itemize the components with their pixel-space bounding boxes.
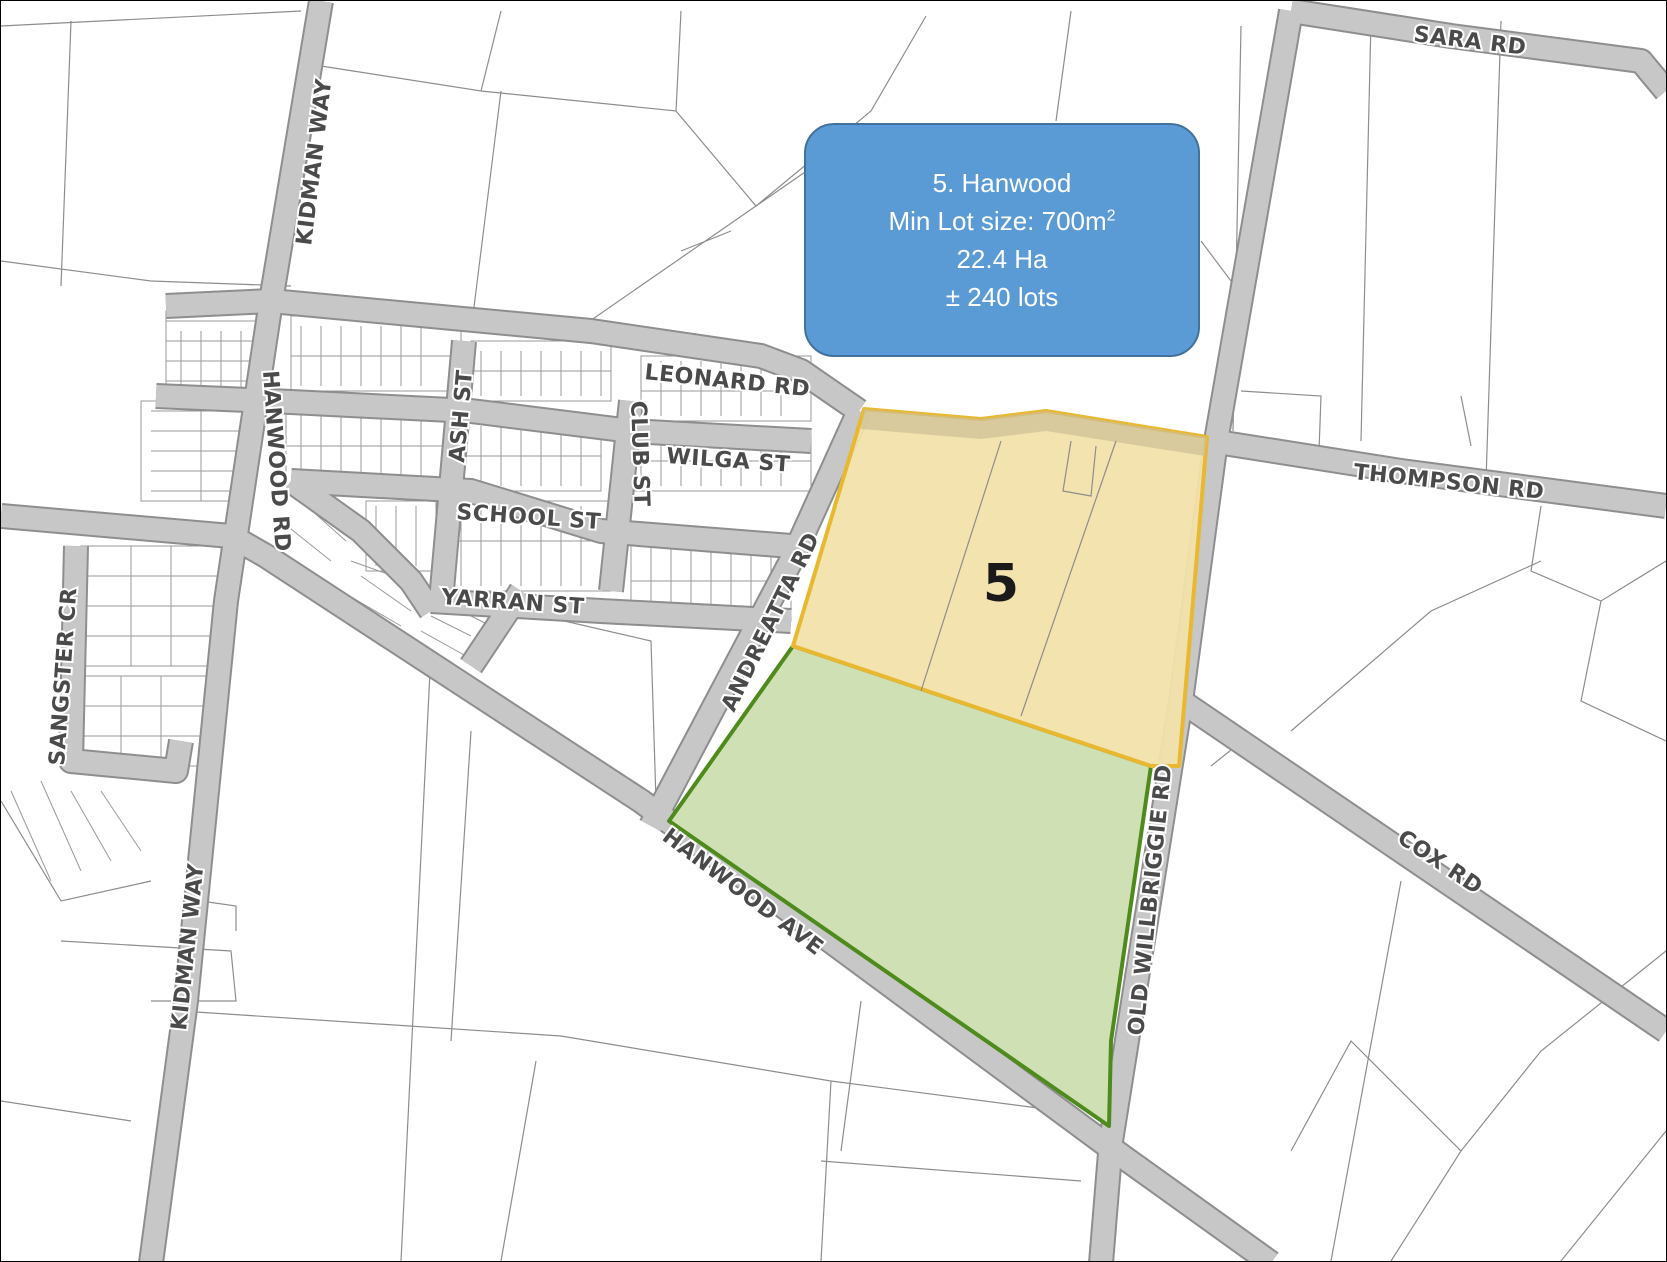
road-label-sara-rd: SARA RD — [1412, 22, 1527, 61]
info-title: 5. Hanwood — [932, 168, 1072, 198]
area-info-callout: 5. Hanwood Min Lot size: 700m2 22.4 Ha ±… — [804, 123, 1200, 357]
area-5-road-strip — [861, 409, 1207, 456]
road-label-club-st: CLUB ST — [625, 400, 654, 507]
info-area-hectares: 22.4 Ha — [956, 244, 1048, 274]
area-number-label: 5 — [983, 554, 1019, 614]
info-min-lot-size: Min Lot size: 700m2 — [806, 202, 1198, 240]
road-label-school-st: SCHOOL ST — [456, 500, 602, 535]
info-min-lot-superscript: 2 — [1106, 207, 1116, 225]
info-lot-count: ± 240 lots — [945, 282, 1059, 312]
area-5-internal-parcels — [920, 440, 1117, 717]
hanwood-area-5[interactable] — [791, 407, 1209, 768]
info-min-lot-text: Min Lot size: 700m — [888, 206, 1107, 236]
parcel-boundaries — [1, 10, 1666, 1261]
